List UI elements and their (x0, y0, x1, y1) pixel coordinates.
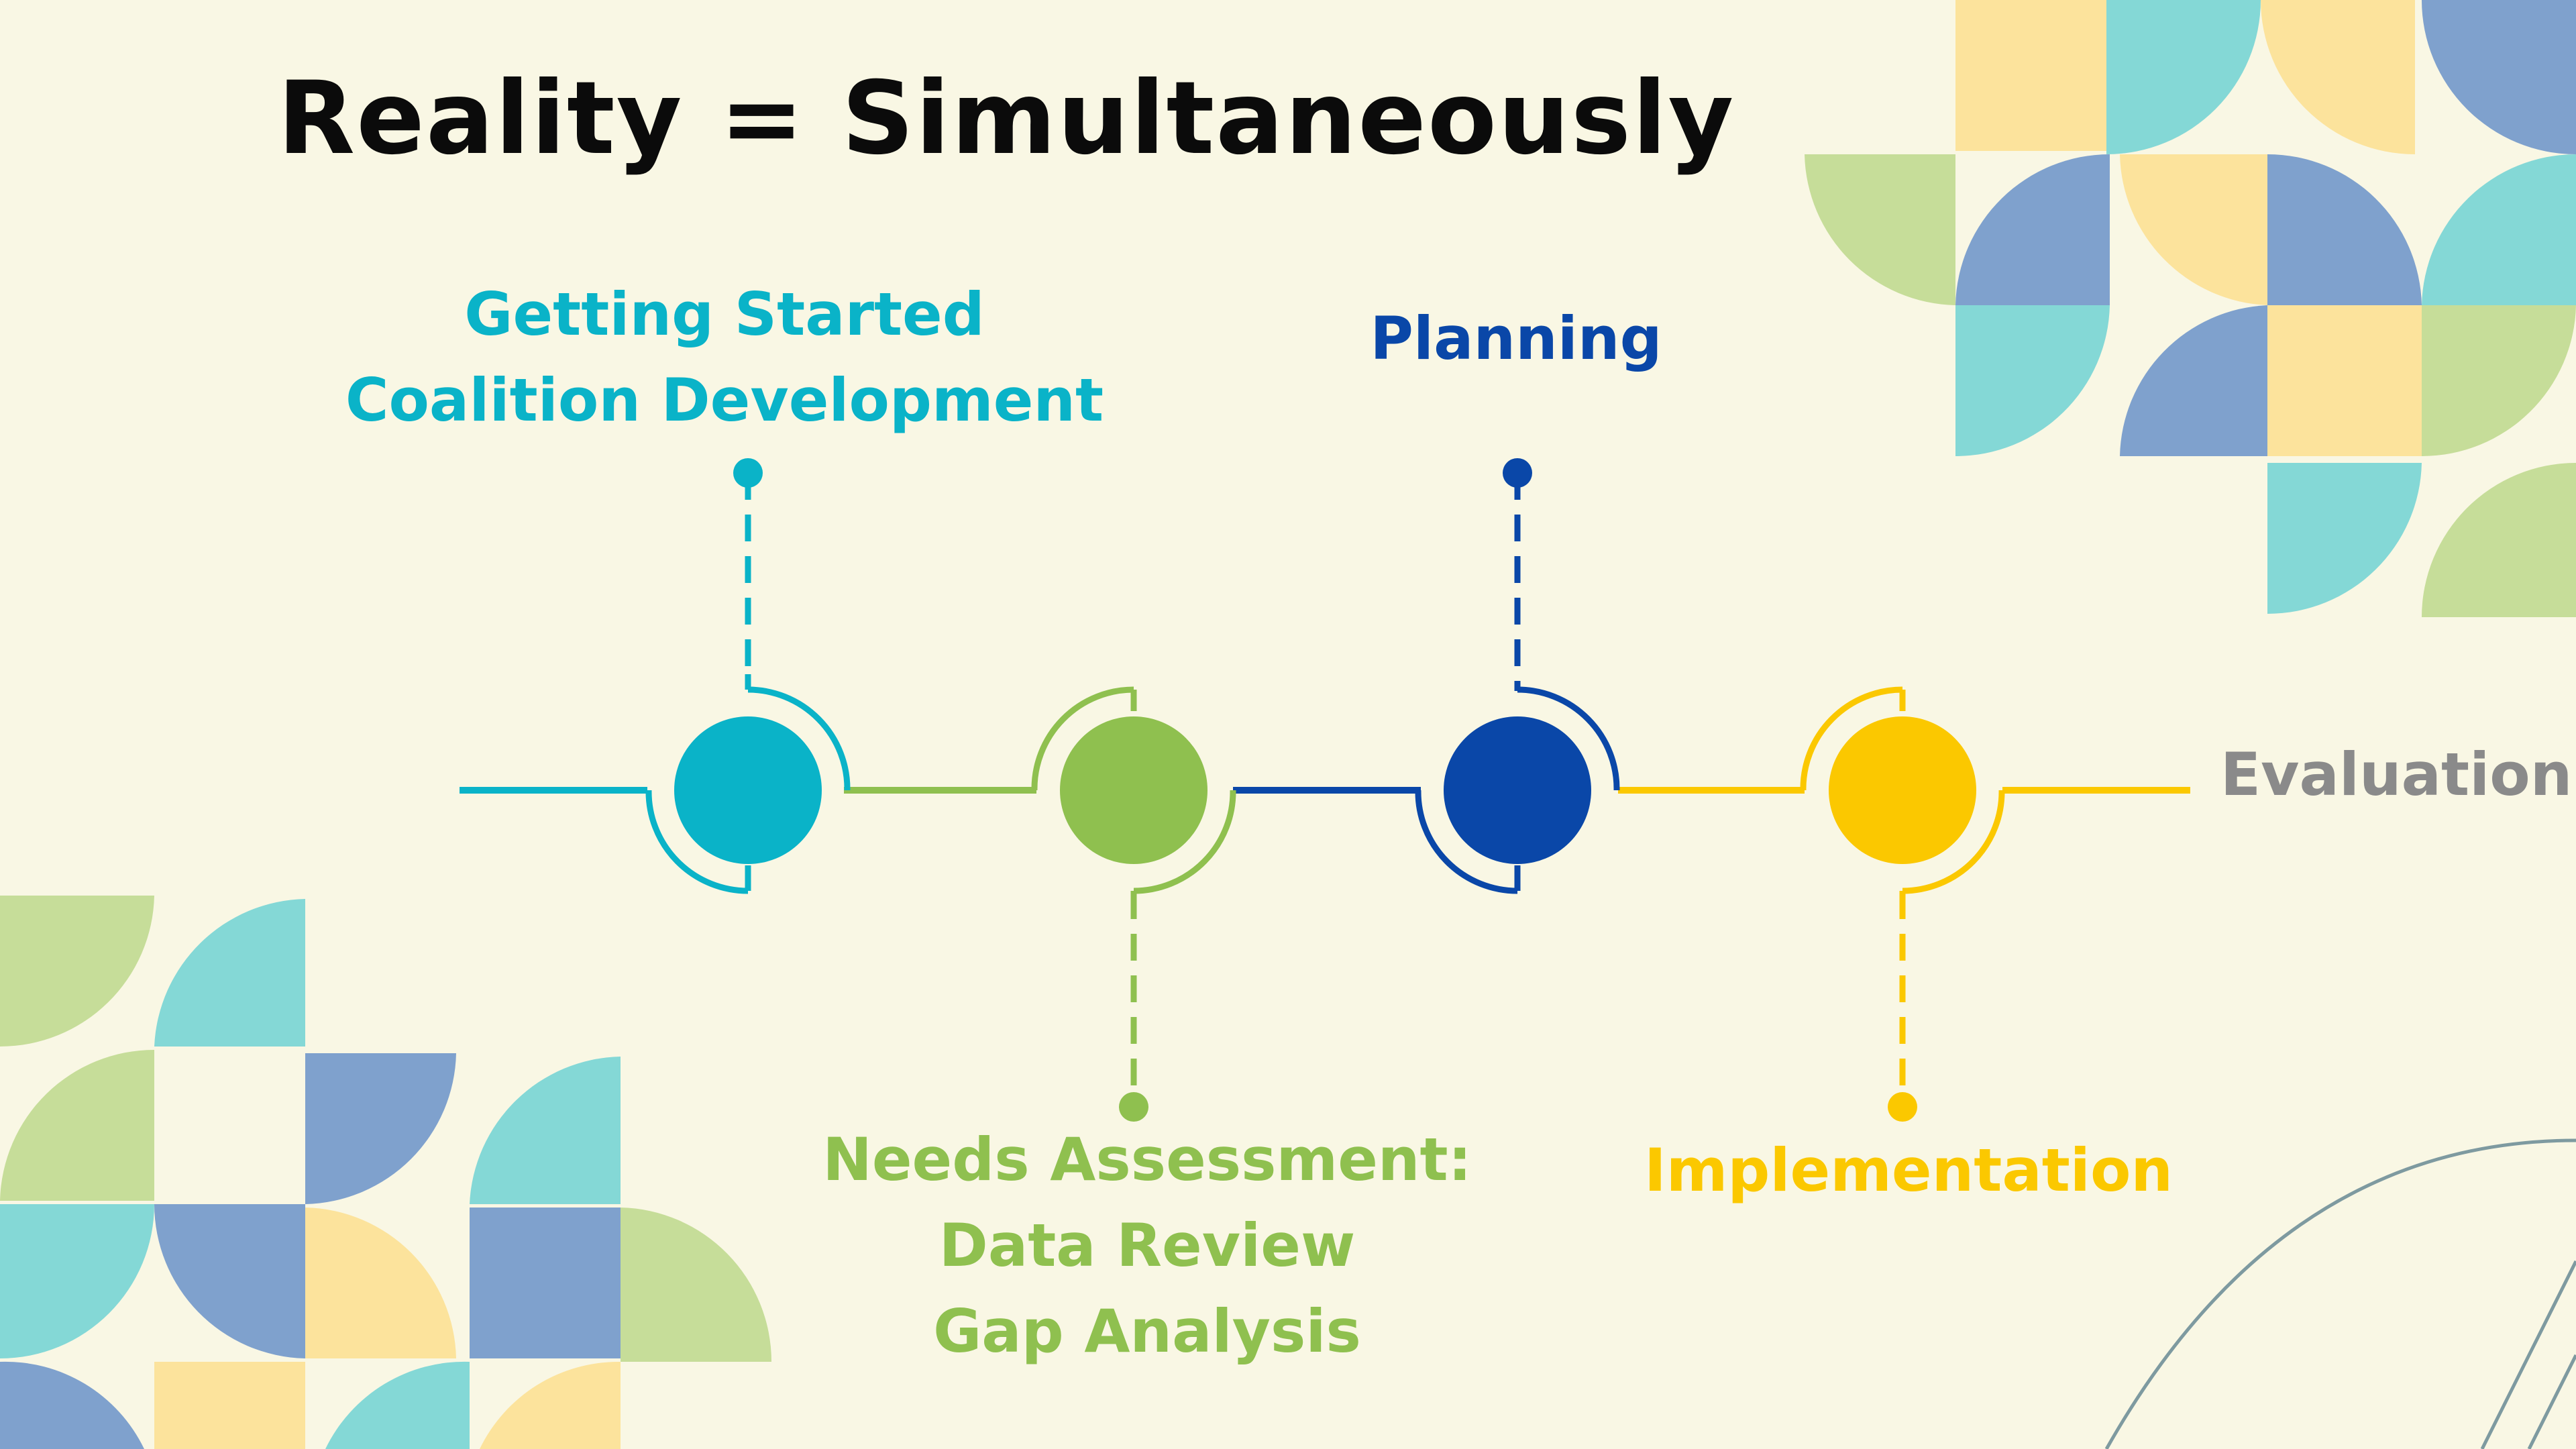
timeline-node-needs-assessment (1031, 686, 1236, 1122)
label-evaluation-line1: Evaluation (2220, 740, 2573, 809)
label-getting-started-line2: Coalition Development (345, 366, 1104, 435)
label-planning: Planning (1308, 302, 1724, 376)
label-needs-assessment-line2: Data Review (938, 1211, 1356, 1280)
timeline-node-implementation (1800, 686, 2005, 1122)
slide-title: Reality = Simultaneously (277, 60, 1735, 177)
label-implementation: Implementation (1597, 1134, 2220, 1208)
label-needs-assessment-line1: Needs Assessment: (822, 1125, 1472, 1194)
label-needs-assessment: Needs Assessment: Data Review Gap Analys… (792, 1117, 1503, 1375)
label-getting-started: Getting Started Coalition Development (335, 272, 1114, 443)
label-planning-line1: Planning (1370, 304, 1662, 373)
label-getting-started-line1: Getting Started (464, 280, 985, 349)
label-needs-assessment-line3: Gap Analysis (933, 1297, 1361, 1366)
label-evaluation: Evaluation (2220, 738, 2573, 812)
timeline-node-getting-started (645, 458, 851, 894)
timeline-node-planning (1415, 458, 1620, 894)
label-implementation-line1: Implementation (1644, 1136, 2174, 1205)
